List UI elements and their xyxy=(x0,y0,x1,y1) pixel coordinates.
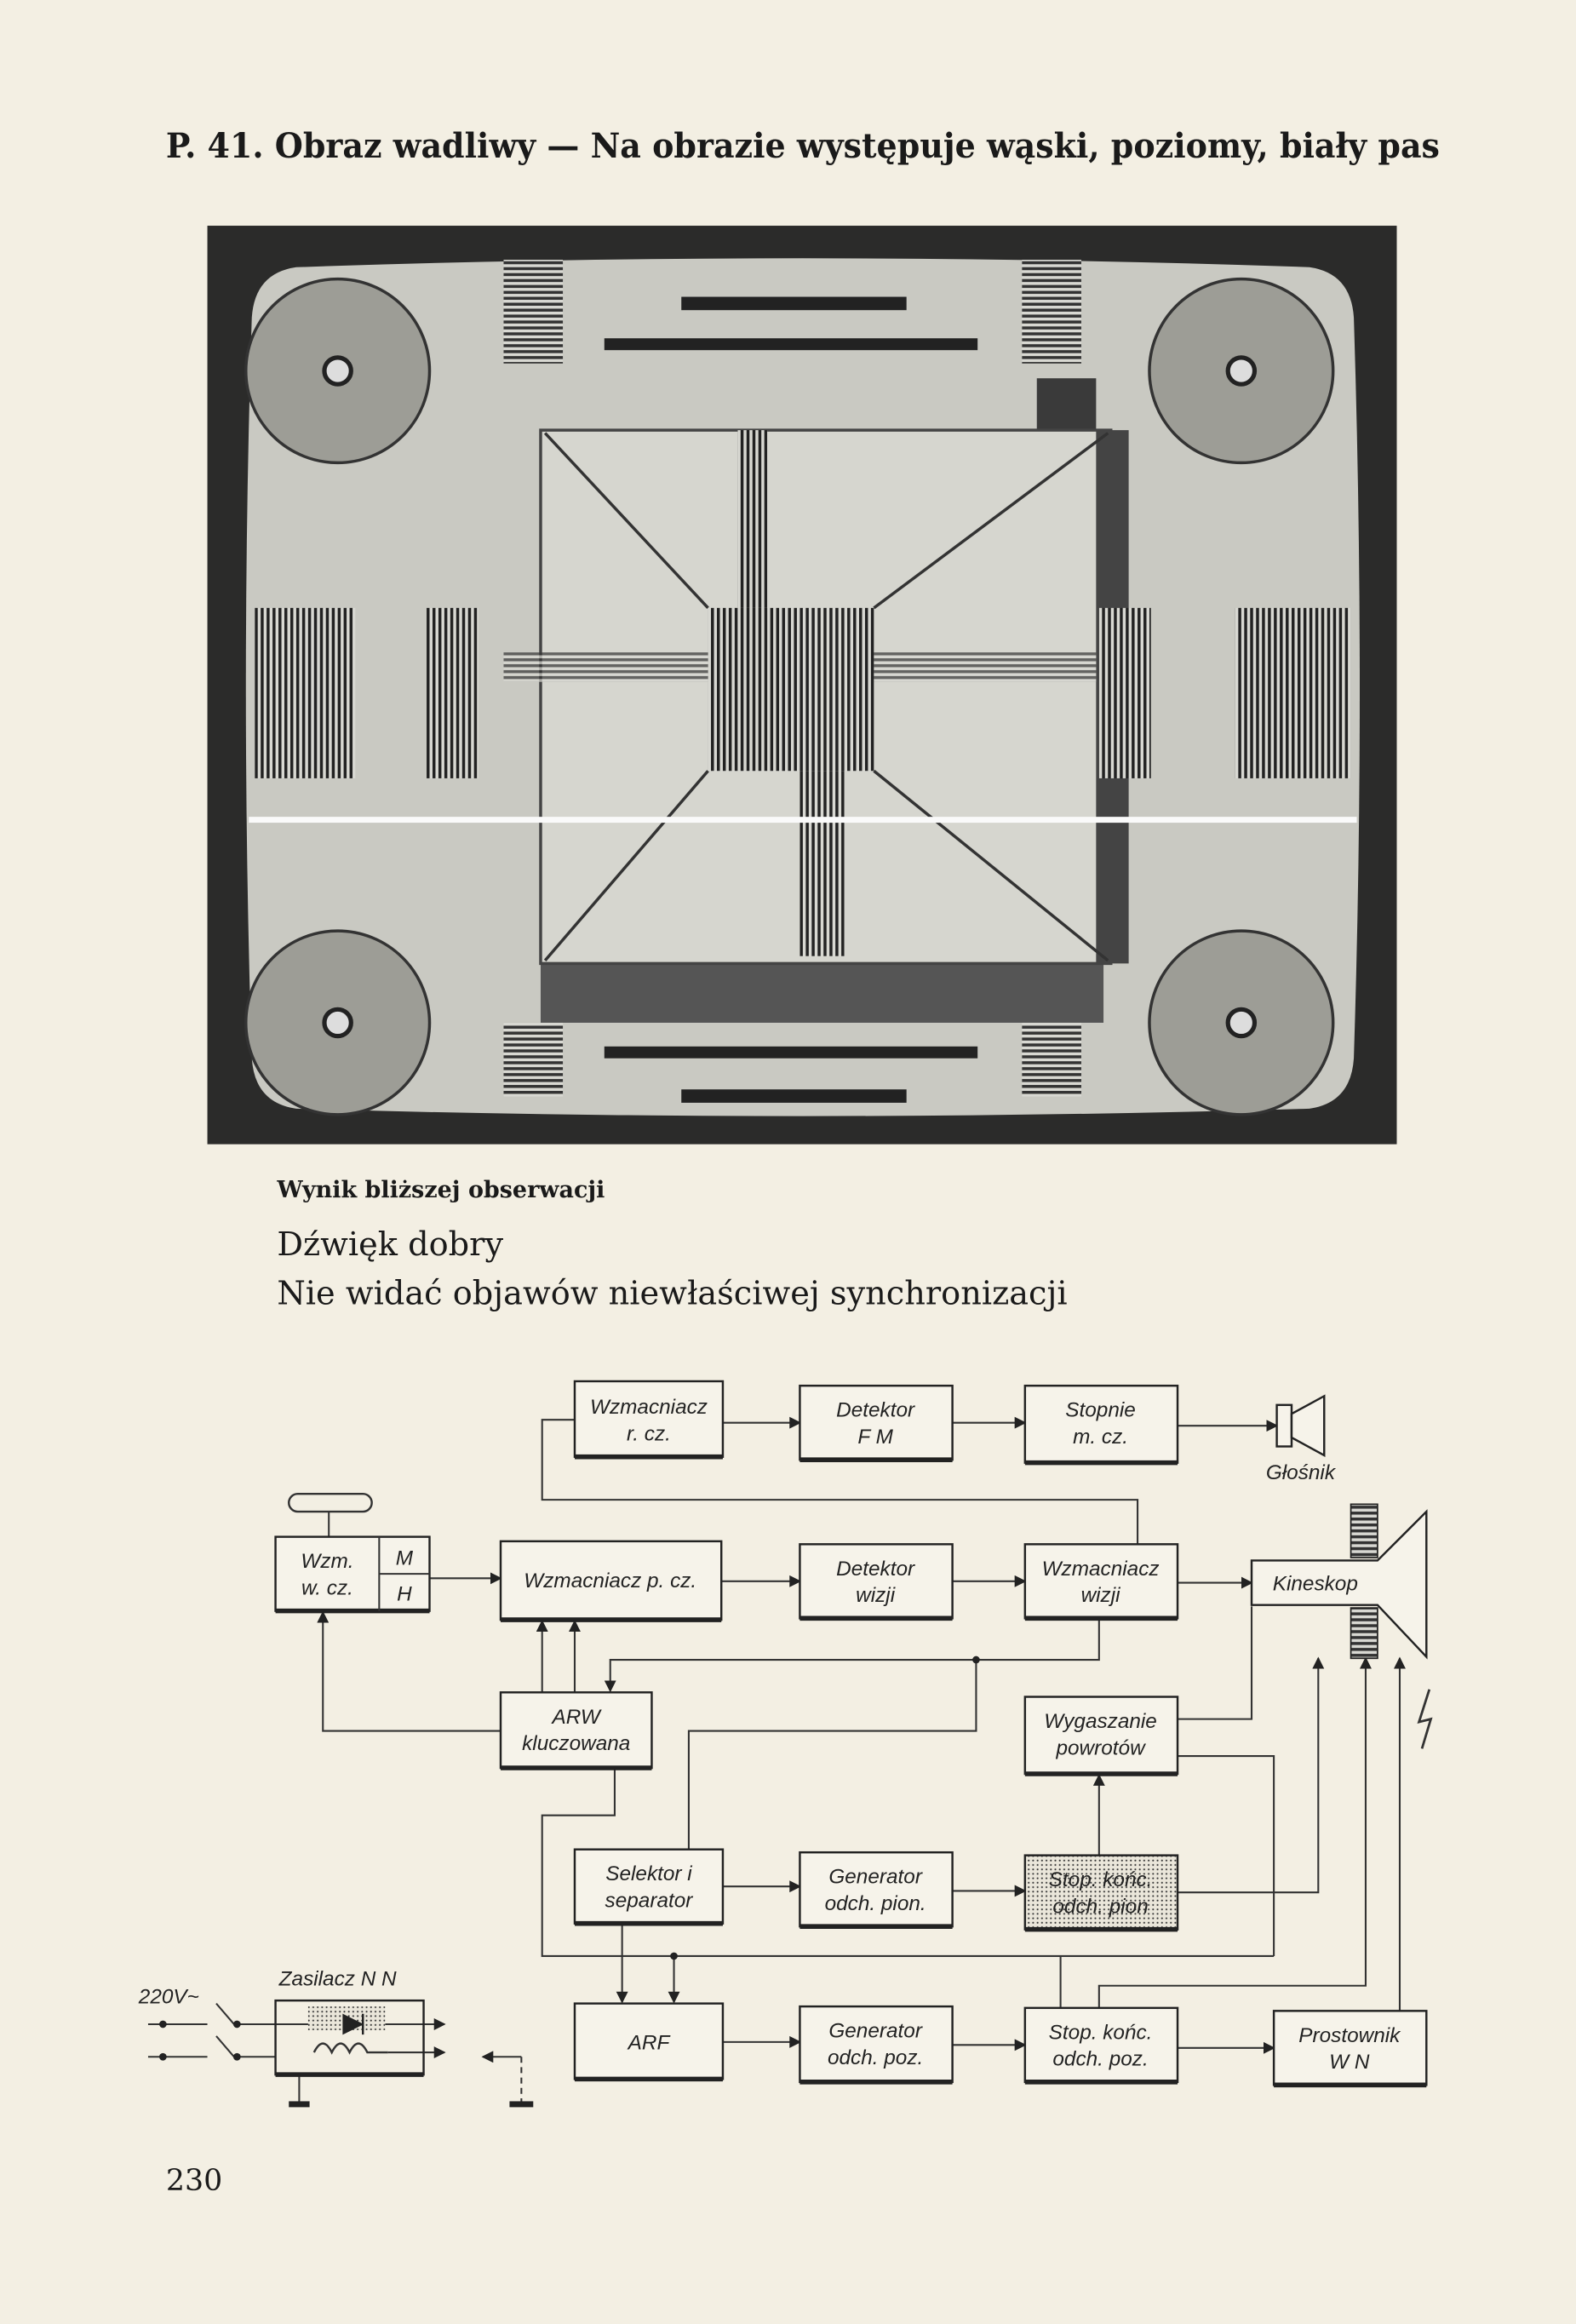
mains-label: 220V~ xyxy=(138,1986,199,2009)
block-rf-amp-sound: Wzmacniacz r. cz. xyxy=(573,1380,725,1460)
block-afc: ARF xyxy=(573,2002,725,2082)
block-horizontal-output: Stop. końc. odch. poz. xyxy=(1023,2006,1179,2085)
svg-text:Wygaszanie: Wygaszanie xyxy=(1044,1710,1157,1733)
crt-label: Kineskop xyxy=(1273,1572,1358,1595)
svg-text:separator: separator xyxy=(605,1890,694,1913)
block-tuner: Wzm. w. cz. MH xyxy=(274,1535,431,1614)
crt-icon xyxy=(1250,1503,1428,1660)
page-title: P. 41. Obraz wadliwy — Na obrazie występ… xyxy=(166,126,1440,166)
block-video-amp: Wzmacniacz wizji xyxy=(1023,1543,1179,1621)
block-vertical-output-faulty: Stop. końc. odch. pion xyxy=(1023,1854,1179,1932)
svg-text:Stop. końc.: Stop. końc. xyxy=(1049,2021,1153,2044)
block-if-amp: Wzmacniacz p. cz. xyxy=(499,1540,723,1622)
block-sync-separator: Selektor i separator xyxy=(573,1848,725,1926)
svg-text:m. cz.: m. cz. xyxy=(1073,1426,1128,1449)
block-horizontal-generator: Generator odch. poz. xyxy=(799,2005,954,2085)
svg-text:Selektor i: Selektor i xyxy=(605,1862,692,1885)
svg-text:odch. pion: odch. pion xyxy=(1052,1896,1148,1919)
svg-text:w. cz.: w. cz. xyxy=(301,1576,353,1599)
svg-text:odch. poz.: odch. poz. xyxy=(828,2046,923,2069)
svg-text:F M: F M xyxy=(857,1426,893,1449)
block-diagram: Głośnik Kineskop Wzmacniacz r. cz. Detekt… xyxy=(138,1380,1433,2108)
svg-text:Wzmacniacz: Wzmacniacz xyxy=(590,1396,708,1419)
block-audio-stages: Stopnie m. cz. xyxy=(1023,1384,1179,1466)
svg-text:Wzm.: Wzm. xyxy=(301,1550,353,1573)
svg-text:ARF: ARF xyxy=(627,2032,672,2055)
svg-text:W N: W N xyxy=(1329,2051,1370,2074)
svg-text:Detektor: Detektor xyxy=(836,1558,915,1581)
svg-text:Wzmacniacz p. cz.: Wzmacniacz p. cz. xyxy=(524,1569,696,1592)
psu-label: Zasilacz N N xyxy=(278,1968,397,1991)
test-pattern-photo xyxy=(207,226,1397,1145)
svg-text:ARW: ARW xyxy=(551,1706,602,1729)
svg-text:Prostownik: Prostownik xyxy=(1298,2024,1401,2047)
svg-text:wizji: wizji xyxy=(856,1584,896,1607)
svg-text:Generator: Generator xyxy=(828,1866,922,1889)
svg-text:Generator: Generator xyxy=(828,2020,922,2043)
svg-text:odch. poz.: odch. poz. xyxy=(1052,2048,1148,2071)
observation-heading: Wynik bliższej obserwacji xyxy=(276,1177,605,1203)
block-blanking: Wygaszanie powrotów xyxy=(1023,1696,1179,1776)
speaker-label: Głośnik xyxy=(1266,1461,1337,1484)
observation-line: Dźwięk dobry xyxy=(277,1225,503,1264)
svg-text:r. cz.: r. cz. xyxy=(627,1423,671,1446)
observation-line: Nie widać objawów niewłaściwej synchroni… xyxy=(277,1275,1067,1313)
svg-text:kluczowana: kluczowana xyxy=(522,1732,630,1755)
svg-text:Stop. końc.: Stop. końc. xyxy=(1049,1868,1153,1891)
svg-text:H: H xyxy=(397,1582,412,1605)
block-hv-rectifier: Prostownik W N xyxy=(1272,2010,1428,2088)
svg-text:odch. pion.: odch. pion. xyxy=(825,1892,926,1915)
svg-text:Stopnie: Stopnie xyxy=(1065,1399,1136,1422)
block-agc: ARW kluczowana xyxy=(499,1691,653,1770)
page-number: 230 xyxy=(166,2164,222,2198)
speaker-icon xyxy=(1275,1394,1326,1458)
block-video-detector: Detektor wizji xyxy=(799,1543,954,1621)
svg-text:Detektor: Detektor xyxy=(836,1399,915,1422)
svg-text:M: M xyxy=(396,1547,414,1570)
block-psu xyxy=(274,1999,425,2077)
block-fm-detector: Detektor F M xyxy=(799,1384,954,1462)
svg-text:wizji: wizji xyxy=(1081,1584,1121,1607)
block-vertical-generator: Generator odch. pion. xyxy=(799,1851,954,1929)
svg-text:powrotów: powrotów xyxy=(1055,1736,1146,1759)
svg-text:Wzmacniacz: Wzmacniacz xyxy=(1042,1558,1160,1581)
